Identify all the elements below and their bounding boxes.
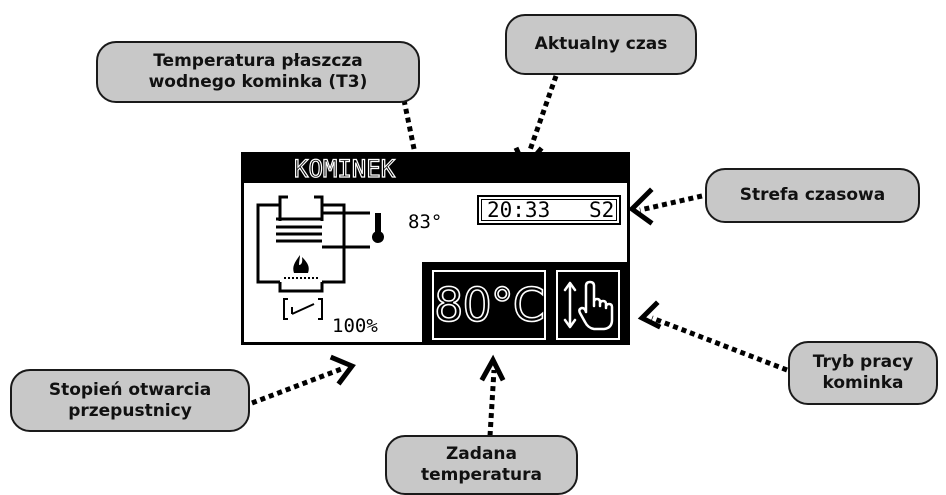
lcd-setpoint-box: 80°C xyxy=(432,270,546,340)
lcd-damper-opening: 100% xyxy=(332,315,378,337)
arrowhead-mode xyxy=(637,300,662,330)
callout-operating-mode: Tryb pracy kominka xyxy=(788,341,938,405)
leader-damper xyxy=(251,365,345,406)
lcd-screen: KOMINEK xyxy=(241,152,630,345)
leader-setpoint xyxy=(487,369,497,437)
arrowhead-damper xyxy=(329,354,356,386)
lcd-title: KOMINEK xyxy=(293,154,396,183)
callout-current-time: Aktualny czas xyxy=(505,14,697,75)
arrowhead-zone xyxy=(628,187,654,226)
arrow-up-down-icon xyxy=(563,281,577,329)
lcd-time-zone: S2 xyxy=(589,198,615,222)
lcd-clock: 20:33 xyxy=(487,198,551,222)
arrowhead-setpoint xyxy=(479,354,506,382)
callout-t3: Temperatura płaszcza wodnego kominka (T3… xyxy=(96,41,420,103)
leader-zone xyxy=(639,193,703,213)
callout-damper-opening: Stopień otwarcia przepustnicy xyxy=(10,369,250,432)
lcd-clock-box: 20:33 S2 xyxy=(477,195,621,225)
flame-icon xyxy=(293,255,309,273)
lcd-bottom-panel xyxy=(422,262,630,345)
leader-mode xyxy=(651,315,788,373)
lcd-setpoint: 80°C xyxy=(433,277,545,333)
thermometer-icon xyxy=(372,213,384,243)
hand-mode-icon xyxy=(563,280,614,331)
lcd-t3-temperature: 83° xyxy=(408,211,443,233)
lcd-title-bar xyxy=(244,155,627,183)
fireplace-icon xyxy=(256,195,384,320)
damper-icon xyxy=(283,298,323,320)
lcd-mode-box xyxy=(556,270,620,340)
callout-setpoint: Zadana temperatura xyxy=(385,435,578,495)
callout-time-zone: Strefa czasowa xyxy=(705,168,920,223)
leader-time xyxy=(527,75,559,151)
